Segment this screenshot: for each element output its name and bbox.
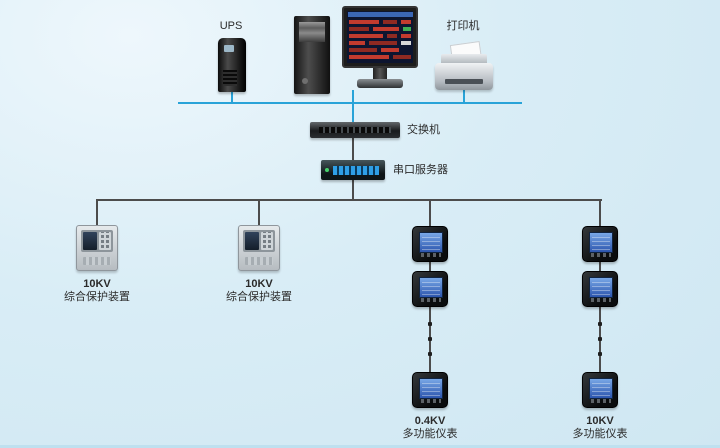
- meter-screen: [589, 378, 613, 399]
- switch-label: 交换机: [407, 124, 440, 136]
- meter-buttons: [421, 253, 441, 257]
- bottom-border-strip: [0, 445, 720, 448]
- computer-drop-line: [352, 90, 354, 102]
- protection-keypad: [261, 232, 273, 250]
- multifunction-meter-icon: [412, 226, 448, 262]
- protection1-voltage: 10KV: [83, 278, 111, 290]
- meter-buttons: [421, 399, 441, 403]
- ellipsis-dots: [598, 322, 602, 356]
- switch-to-serial-line: [352, 138, 354, 160]
- meter-col1-name: 多功能仪表: [402, 428, 458, 440]
- meter-col2-voltage: 10KV: [586, 415, 614, 427]
- protection2-name: 综合保护装置: [226, 291, 292, 303]
- protection-device-icon: [76, 225, 118, 271]
- meter-buttons: [591, 253, 611, 257]
- printer-icon: [435, 63, 493, 90]
- meter-buttons: [421, 298, 441, 302]
- meter-col1-voltage: 0.4KV: [414, 415, 446, 427]
- monitor-neck: [373, 68, 387, 79]
- network-bus-line: [178, 102, 522, 104]
- multifunction-meter-icon: [582, 372, 618, 408]
- multifunction-meter-icon: [582, 226, 618, 262]
- protection2-drop-line: [258, 199, 260, 226]
- protection-panel: [243, 230, 275, 252]
- multifunction-meter-icon: [412, 271, 448, 307]
- printer-label: 打印机: [446, 20, 480, 32]
- monitor-screen: [347, 11, 413, 63]
- protection1-drop-line: [96, 199, 98, 226]
- serial-server-label: 串口服务器: [393, 164, 448, 176]
- protection1-label: 10KV 综合保护装置: [47, 278, 147, 304]
- ellipsis-dots: [428, 322, 432, 356]
- printer-drop-line: [463, 88, 465, 102]
- printer-top: [441, 54, 487, 65]
- protection1-name: 综合保护装置: [64, 291, 130, 303]
- meter-screen: [419, 277, 443, 298]
- protection-lcd: [83, 232, 97, 250]
- meter-buttons: [591, 399, 611, 403]
- computer-tower-icon: [294, 16, 330, 94]
- meter-buttons: [591, 298, 611, 302]
- ups-label: UPS: [219, 20, 243, 32]
- protection-device-icon: [238, 225, 280, 271]
- meter-col2-name: 多功能仪表: [572, 428, 628, 440]
- bus-to-switch-line: [352, 104, 354, 122]
- meter-screen: [589, 277, 613, 298]
- multifunction-meter-icon: [412, 372, 448, 408]
- multifunction-meter-icon: [582, 271, 618, 307]
- protection2-voltage: 10KV: [245, 278, 273, 290]
- ups-drop-line: [231, 89, 233, 102]
- scada-screen-graphic: [347, 11, 413, 63]
- protection-lcd: [245, 232, 259, 250]
- distribution-line: [96, 199, 602, 201]
- protection-panel: [81, 230, 113, 252]
- meter-screen: [419, 232, 443, 253]
- protection2-label: 10KV 综合保护装置: [209, 278, 309, 304]
- serial-server-icon: [321, 160, 385, 180]
- meter-col1-label: 0.4KV 多功能仪表: [380, 415, 480, 441]
- monitor-icon: [342, 6, 418, 68]
- network-switch-icon: [310, 122, 400, 138]
- meter-screen: [419, 378, 443, 399]
- monitor-base: [357, 79, 403, 88]
- meter-col2-label: 10KV 多功能仪表: [550, 415, 650, 441]
- serial-down-line: [352, 180, 354, 200]
- ups-device-icon: [218, 38, 246, 92]
- protection-keypad: [99, 232, 111, 250]
- meter-screen: [589, 232, 613, 253]
